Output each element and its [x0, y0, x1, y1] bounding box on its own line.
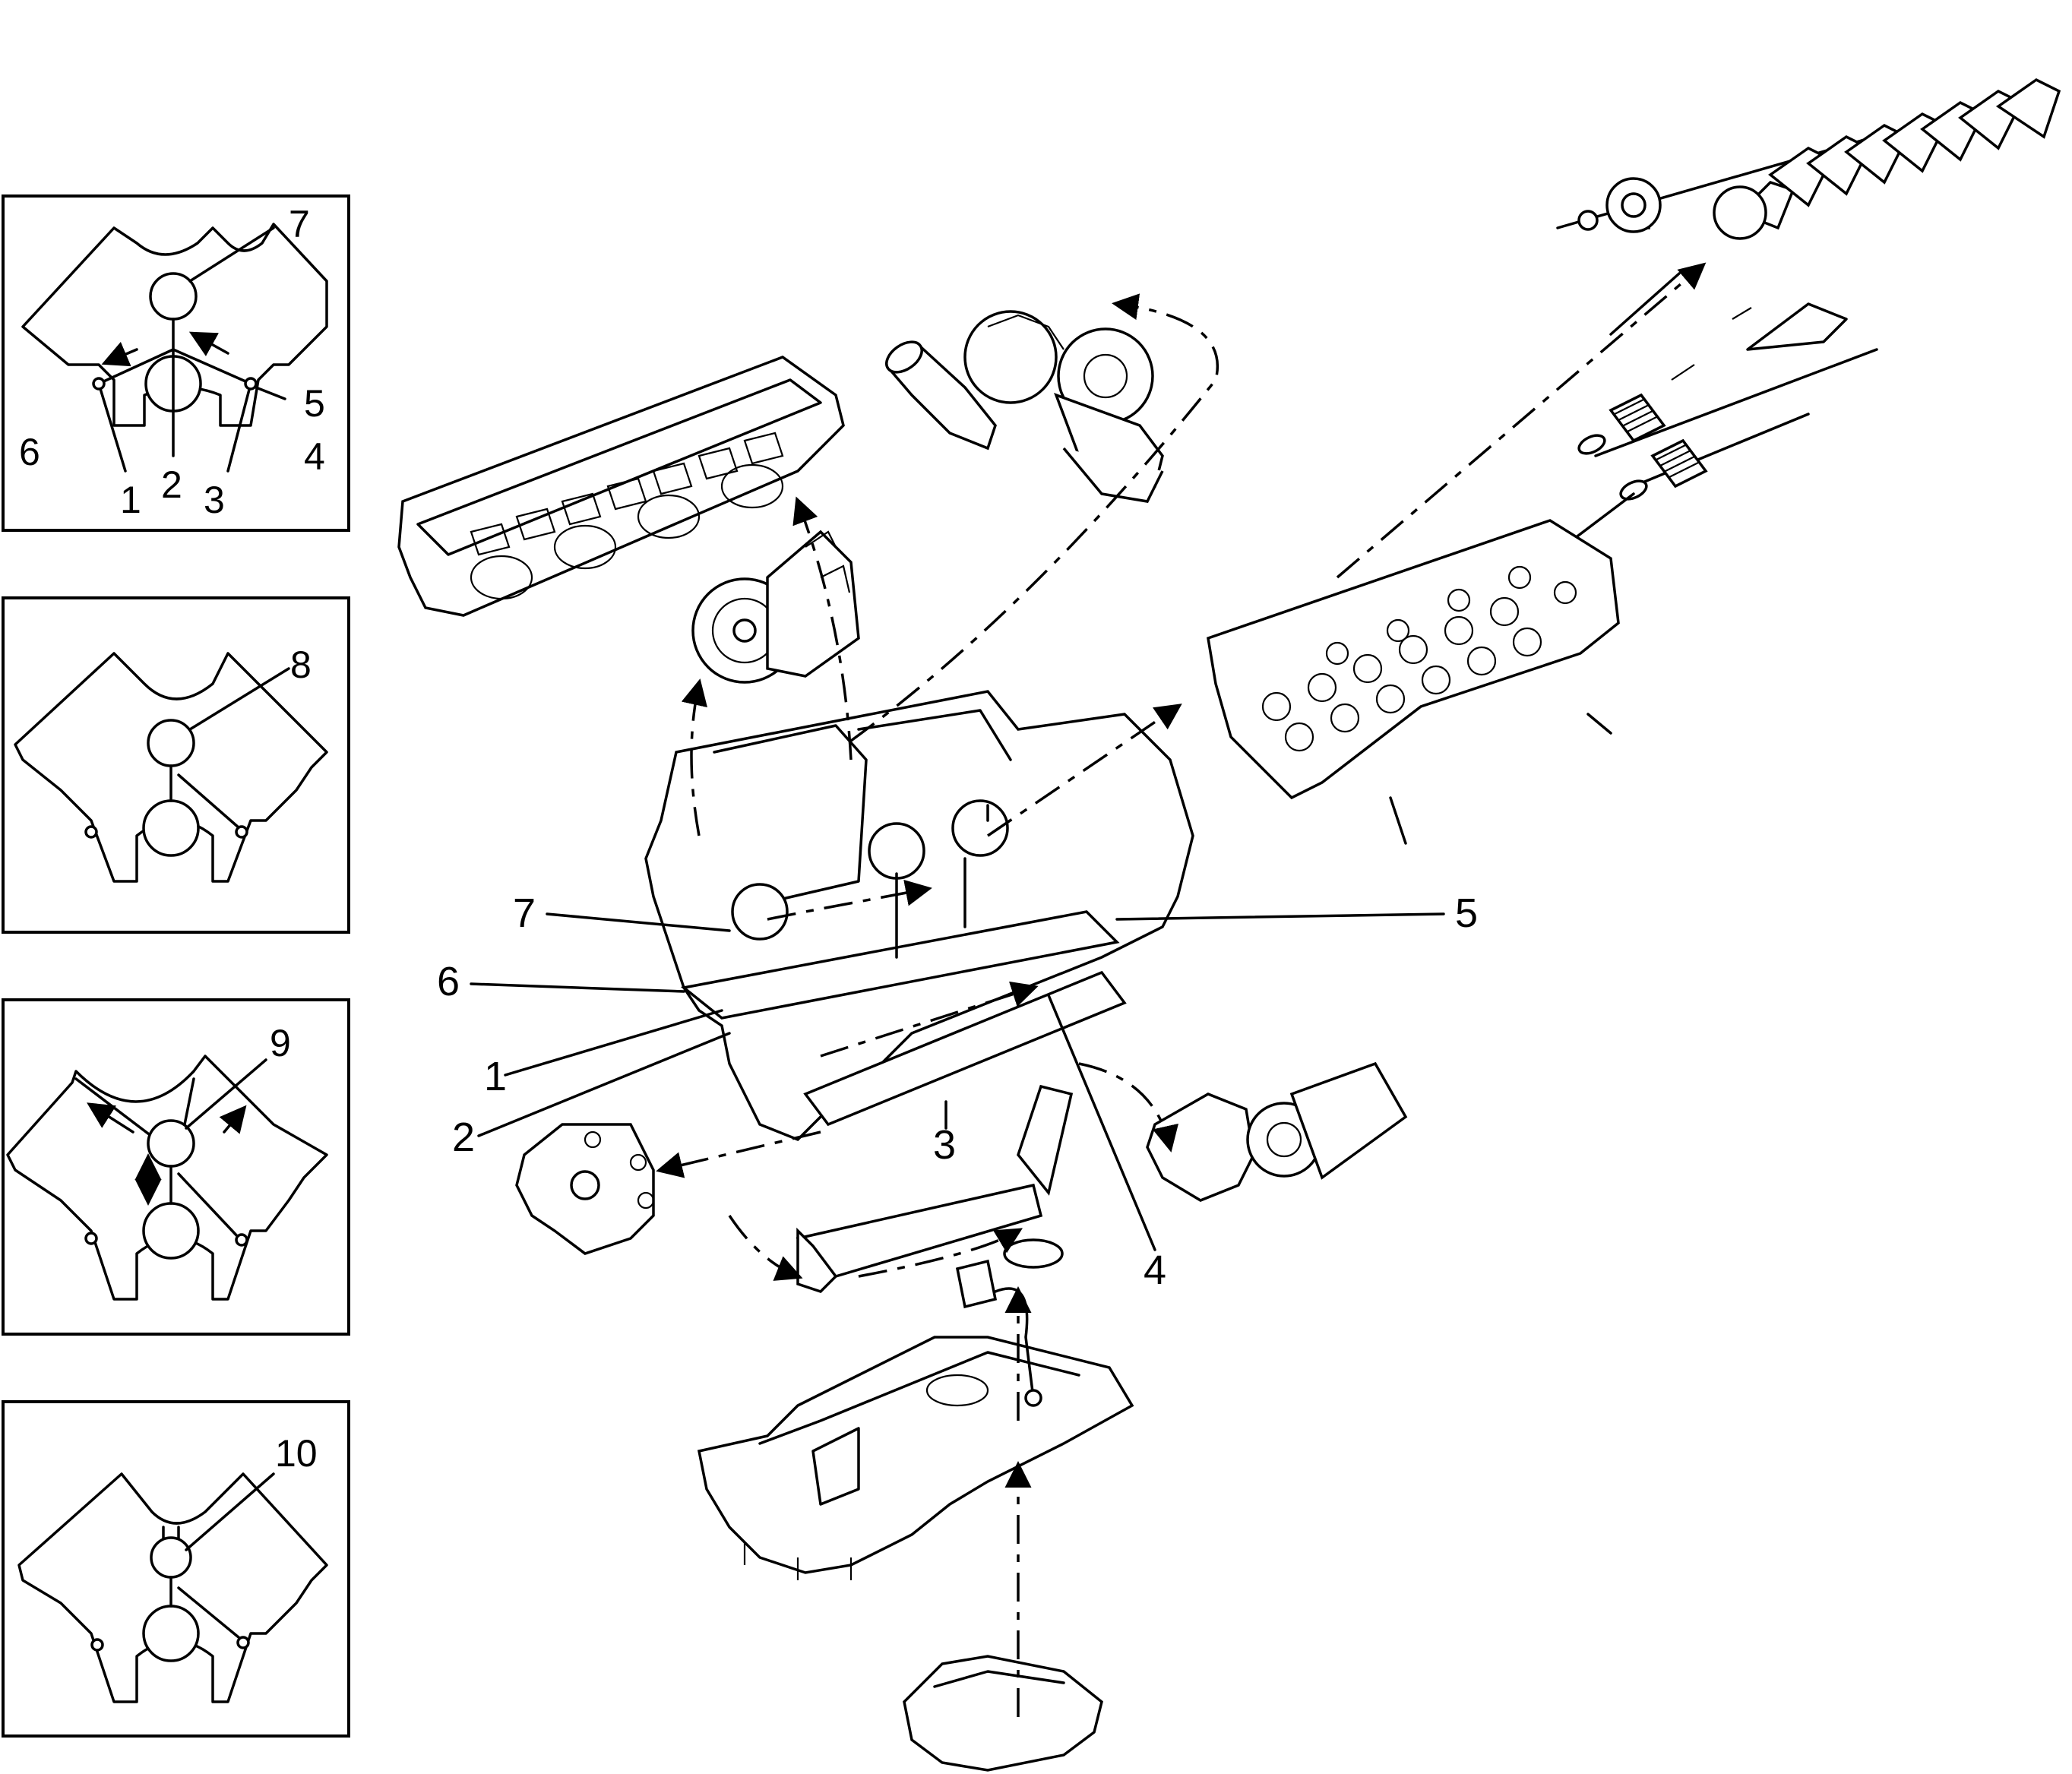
panel1-label-4: 4 [304, 435, 325, 478]
flow-arrows [656, 262, 1707, 1717]
left-cylinder-head [397, 356, 845, 617]
oil-flow-panel-3: 9 [2, 998, 350, 1336]
rocker-arm-assembly [1556, 77, 2061, 240]
oil-filter-assembly [1146, 1061, 1408, 1202]
callout-2: 2 [452, 1115, 475, 1160]
high-pressure-fuel-pump [691, 530, 860, 684]
panel3-label-9: 9 [270, 1022, 291, 1064]
panel1-label-1: 1 [120, 479, 141, 521]
panel1-label-2: 2 [161, 463, 182, 506]
lower-oil-pan [903, 1655, 1103, 1772]
callout-6: 6 [437, 959, 460, 1004]
valve-springs [1577, 302, 1878, 501]
panel4-label-10: 10 [275, 1432, 318, 1475]
rocker-stud [1609, 272, 1681, 336]
right-cylinder-head [1207, 519, 1620, 845]
panel1-label-3: 3 [204, 479, 225, 521]
turbocharger [885, 310, 1164, 503]
panel1-label-5: 5 [304, 382, 325, 425]
oil-flow-panel-2: 8 [2, 596, 350, 934]
oil-flow-panel-1: 7 5 6 4 1 2 3 [2, 194, 350, 532]
upper-oil-pan [697, 1336, 1134, 1580]
callout-3: 3 [933, 1122, 956, 1168]
callout-5: 5 [1455, 890, 1478, 936]
callout-leaders [470, 912, 1445, 1251]
oil-pickup-tube [796, 1084, 1074, 1294]
engine-block [644, 690, 1194, 1142]
oil-flow-panel-4: 10 [2, 1400, 350, 1738]
callout-1: 1 [484, 1054, 507, 1099]
panel2-label-8: 8 [290, 644, 312, 686]
callout-4: 4 [1144, 1247, 1166, 1293]
oil-pump [515, 1123, 655, 1255]
callout-7: 7 [513, 890, 536, 936]
panel1-label-7: 7 [289, 203, 310, 245]
panel1-label-6: 6 [19, 431, 40, 473]
